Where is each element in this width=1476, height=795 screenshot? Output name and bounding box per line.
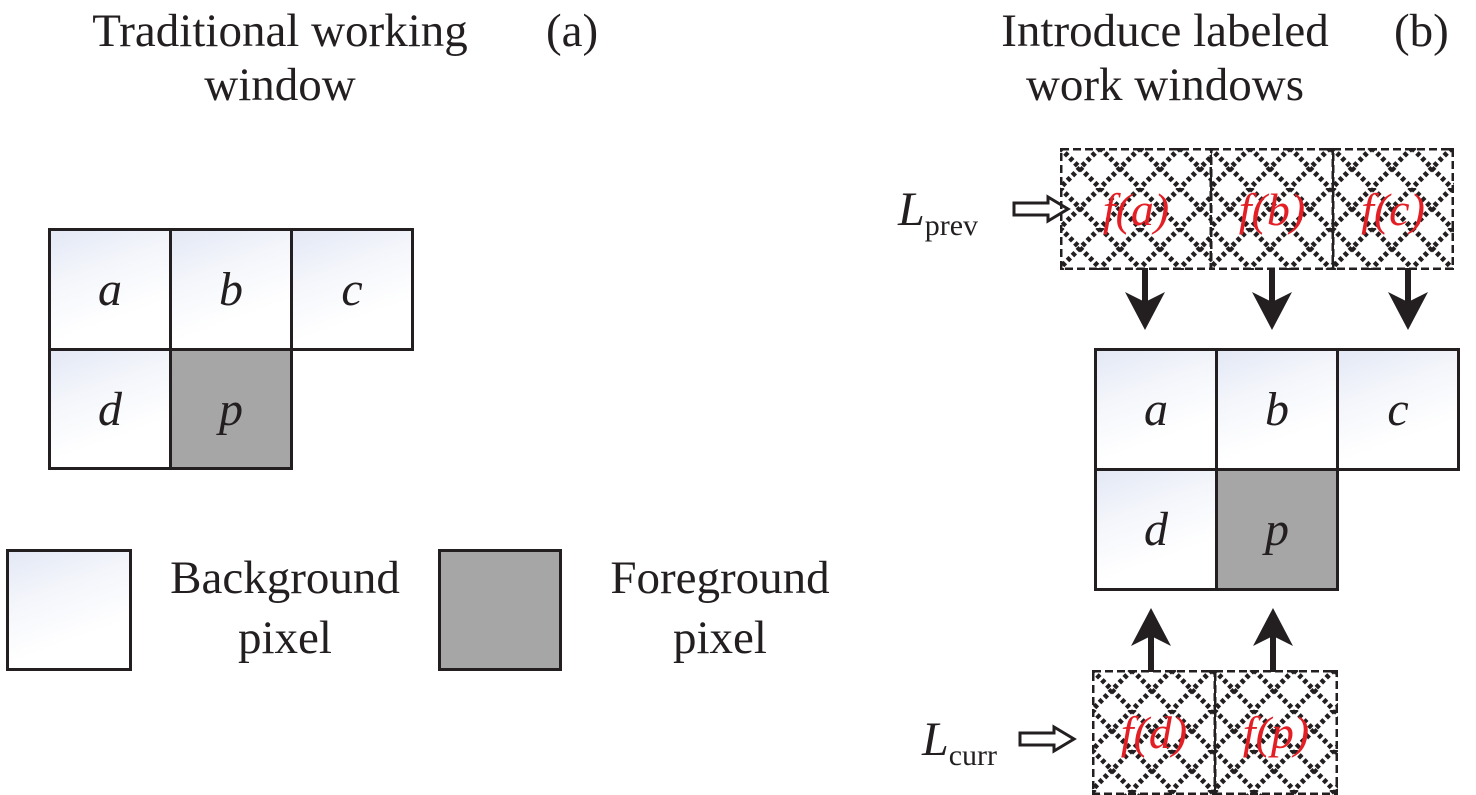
arrow-down-icon xyxy=(1252,268,1292,330)
label-f-b: f(b) xyxy=(1238,183,1306,235)
cell-d: d xyxy=(1094,468,1218,591)
cell-label: b xyxy=(1265,383,1289,436)
legend-background-line2: pixel xyxy=(238,612,332,664)
l-prev-label: Lprev xyxy=(898,182,978,243)
l-prev-name: L xyxy=(898,183,925,236)
cell-label: d xyxy=(1144,503,1168,556)
panel-a-title-line2: window xyxy=(204,59,356,111)
l-curr-label: Lcurr xyxy=(922,712,997,773)
label-cell-f-b: f(b) xyxy=(1210,148,1334,270)
cell-c: c xyxy=(1336,348,1460,471)
cell-label: c xyxy=(1387,383,1409,436)
cell-d: d xyxy=(48,348,172,470)
legend-background-line1: Background xyxy=(170,552,400,604)
label-f-c: f(c) xyxy=(1361,183,1425,235)
cell-label: c xyxy=(341,263,363,316)
legend-foreground-line1: Foreground xyxy=(610,552,830,604)
cell-p: p xyxy=(169,348,293,470)
label-f-d: f(d) xyxy=(1120,707,1188,758)
cell-label: a xyxy=(1144,383,1168,436)
label-cell-f-p: f(p) xyxy=(1214,670,1338,795)
cell-label: d xyxy=(98,382,122,436)
hollow-arrow-right-icon xyxy=(1018,724,1077,754)
l-curr-subscript: curr xyxy=(948,739,997,772)
cell-label: a xyxy=(98,263,122,316)
legend-background-label: Background pixel xyxy=(140,548,430,668)
l-curr-name: L xyxy=(922,713,949,766)
cell-c: c xyxy=(290,228,414,351)
panel-a-title: Traditional working window xyxy=(50,4,510,112)
cell-a: a xyxy=(48,228,172,351)
cell-a: a xyxy=(1094,348,1218,471)
label-f-p: f(p) xyxy=(1242,707,1310,758)
panel-b-title-line1: Introduce labeled xyxy=(1001,5,1329,57)
l-prev-subscript: prev xyxy=(924,209,979,242)
panel-b-tag: (b) xyxy=(1394,5,1449,57)
panel-b-title: Introduce labeled work windows xyxy=(955,4,1375,112)
panel-b-title-line2: work windows xyxy=(1025,59,1305,111)
arrow-up-icon xyxy=(1131,608,1171,672)
arrow-down-icon xyxy=(1125,268,1165,330)
cell-b: b xyxy=(1215,348,1339,471)
legend-background-swatch xyxy=(6,549,132,671)
arrow-up-icon xyxy=(1253,608,1293,672)
panel-a-title-line1: Traditional working xyxy=(92,5,468,57)
arrow-down-icon xyxy=(1388,268,1428,330)
label-cell-f-c: f(c) xyxy=(1332,148,1454,270)
cell-p: p xyxy=(1215,468,1339,591)
legend-foreground-line2: pixel xyxy=(673,612,767,664)
cell-label: p xyxy=(219,382,243,436)
label-f-a: f(a) xyxy=(1102,183,1170,235)
label-cell-f-d: f(d) xyxy=(1092,670,1216,795)
legend-foreground-label: Foreground pixel xyxy=(580,548,860,668)
cell-label: b xyxy=(219,263,243,316)
legend-foreground-swatch xyxy=(438,549,562,671)
cell-label: p xyxy=(1265,503,1289,556)
panel-a-tag: (a) xyxy=(546,5,599,57)
cell-b: b xyxy=(169,228,293,351)
hollow-arrow-right-icon xyxy=(1012,194,1071,224)
label-cell-f-a: f(a) xyxy=(1060,148,1212,270)
